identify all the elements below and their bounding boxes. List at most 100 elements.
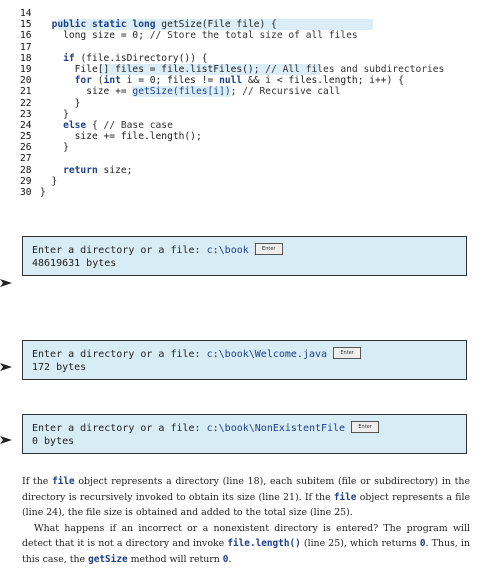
code-line: 15 public static long getSize(File file)… bbox=[20, 19, 475, 31]
code-token: (file.isDirectory()) { bbox=[74, 52, 208, 64]
line-number: 29 bbox=[20, 175, 32, 187]
code-token: File[] files = file.listFiles(); bbox=[40, 63, 266, 75]
code-term: file bbox=[52, 476, 75, 487]
output-result: 172 bytes bbox=[32, 362, 87, 373]
text-run: object represents a directory (line 18),… bbox=[22, 476, 470, 503]
code-token: size; bbox=[97, 164, 133, 176]
code-line: 23 } bbox=[20, 109, 475, 120]
text-run: object represents a file (line 24), the … bbox=[22, 491, 470, 519]
code-token: for bbox=[74, 75, 92, 87]
code-term: file bbox=[333, 491, 357, 503]
paragraph: If the file object represents a director… bbox=[22, 474, 470, 521]
output-prompt-line: Enter a directory or a file: c:\book\Non… bbox=[32, 421, 466, 435]
text-run: If the bbox=[22, 476, 53, 487]
code-line: 30} bbox=[20, 187, 475, 198]
output-box-3: Enter a directory or a file: c:\book\Non… bbox=[22, 414, 467, 454]
code-token bbox=[40, 165, 63, 176]
code-token bbox=[40, 120, 63, 131]
explanation-text: If the file object represents a director… bbox=[22, 474, 470, 568]
code-token: return bbox=[63, 164, 98, 176]
user-input: c:\book\Welcome.java bbox=[206, 349, 328, 360]
line-number: 28 bbox=[20, 164, 32, 176]
code-line: 24 else { // Base case bbox=[20, 120, 475, 131]
code-token: } bbox=[40, 97, 81, 109]
code-token: // Recursive call bbox=[242, 86, 341, 98]
line-number: 27 bbox=[20, 153, 32, 165]
code-token: && i < files.length; i++) { bbox=[242, 75, 404, 87]
prompt-text: Enter a directory or a file: bbox=[32, 349, 207, 360]
code-token: size += file.length(); bbox=[40, 131, 202, 143]
output-box-1: Enter a directory or a file: c:\book Ente… bbox=[22, 236, 467, 276]
code-line: 27 bbox=[20, 153, 475, 164]
code-token: ; bbox=[230, 86, 243, 98]
code-line: 28 return size; bbox=[20, 165, 475, 176]
code-token: getSize(files[i]) bbox=[132, 86, 231, 98]
code-token bbox=[40, 75, 75, 86]
code-term: file.length() bbox=[227, 538, 301, 550]
line-number: 30 bbox=[20, 187, 32, 198]
code-token: ; bbox=[138, 30, 150, 42]
user-input: c:\book\NonExistentFile bbox=[206, 423, 346, 434]
line-number: 19 bbox=[20, 63, 32, 75]
line-number: 26 bbox=[20, 142, 32, 154]
code-token: // Store the total size of all files bbox=[149, 30, 358, 42]
code-token: } bbox=[40, 142, 69, 154]
line-number: 15 bbox=[20, 19, 32, 31]
line-number: 23 bbox=[20, 108, 32, 120]
code-token: long size = bbox=[40, 30, 133, 42]
user-input: c:\book bbox=[206, 245, 249, 256]
code-token: { bbox=[86, 119, 104, 131]
line-number: 17 bbox=[20, 41, 32, 53]
code-token: // Base case bbox=[103, 119, 173, 131]
enter-key-icon: Enter bbox=[333, 347, 362, 359]
code-token: null bbox=[219, 75, 243, 87]
line-number: 20 bbox=[20, 75, 32, 87]
code-token bbox=[40, 53, 63, 64]
code-token: int bbox=[103, 75, 121, 87]
code-token: public static long bbox=[51, 19, 156, 31]
code-token: ( bbox=[91, 75, 104, 87]
prompt-text: Enter a directory or a file: bbox=[32, 423, 207, 434]
code-line: 29 } bbox=[20, 176, 475, 187]
arrow-icon bbox=[0, 436, 12, 444]
arrow-icon bbox=[0, 363, 12, 371]
line-number: 14 bbox=[20, 8, 32, 19]
code-term: 0 bbox=[419, 538, 426, 550]
code-token bbox=[40, 19, 52, 30]
code-line: 26 } bbox=[20, 142, 475, 153]
output-result: 48619631 bytes bbox=[32, 258, 117, 269]
line-number: 18 bbox=[20, 52, 32, 64]
code-line: 19 File[] files = file.listFiles(); // A… bbox=[20, 63, 475, 76]
output-box-2: Enter a directory or a file: c:\book\Wel… bbox=[22, 340, 467, 380]
code-token: if bbox=[63, 52, 75, 64]
paragraph: What happens if an incorrect or a nonexi… bbox=[22, 521, 470, 568]
line-number: 25 bbox=[20, 131, 32, 143]
code-line: 21 size += getSize(files[i]); // Recursi… bbox=[20, 86, 475, 98]
code-line: 20 for (int i = 0; files != null && i < … bbox=[20, 75, 475, 86]
code-term: getSize bbox=[88, 553, 128, 565]
line-number: 22 bbox=[20, 97, 32, 109]
code-token: } bbox=[40, 108, 69, 120]
line-number: 24 bbox=[20, 119, 32, 131]
code-line: 14 bbox=[20, 8, 475, 19]
enter-key-icon: Enter bbox=[254, 243, 283, 255]
code-line: 17 bbox=[20, 42, 475, 53]
code-token: size += bbox=[40, 86, 133, 98]
text-run: What happens if an incorrect or a nonexi… bbox=[22, 522, 470, 550]
code-token: i = 0; files != bbox=[120, 75, 220, 87]
text-run: method will return bbox=[127, 553, 223, 565]
code-line: 22 } bbox=[20, 98, 475, 109]
output-result: 0 bytes bbox=[32, 436, 75, 447]
line-number: 21 bbox=[20, 86, 32, 98]
code-token: // All files and subdirectories bbox=[265, 63, 445, 75]
text-run: . Thus, in this case, the bbox=[22, 538, 470, 565]
code-line: 25 size += file.length(); bbox=[20, 131, 475, 142]
code-token: else bbox=[63, 119, 87, 131]
code-line: 16 long size = 0; // Store the total siz… bbox=[20, 30, 475, 41]
text-run: (line 25), which returns bbox=[300, 538, 420, 550]
output-prompt-line: Enter a directory or a file: c:\book\Wel… bbox=[32, 347, 466, 361]
arrow-icon bbox=[0, 279, 12, 287]
prompt-text: Enter a directory or a file: bbox=[32, 245, 207, 256]
line-number: 16 bbox=[20, 30, 32, 42]
